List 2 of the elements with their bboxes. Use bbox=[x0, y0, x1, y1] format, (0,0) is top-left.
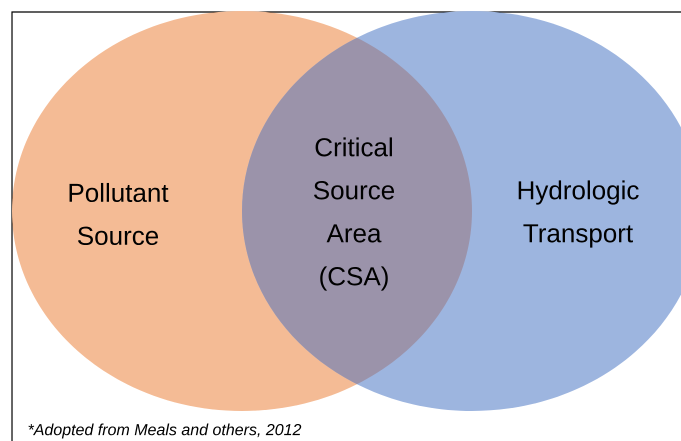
overlap-region: Critical Source Area (CSA) bbox=[314, 137, 394, 291]
caption: *Adopted from Meals and others, 2012 bbox=[28, 424, 302, 438]
